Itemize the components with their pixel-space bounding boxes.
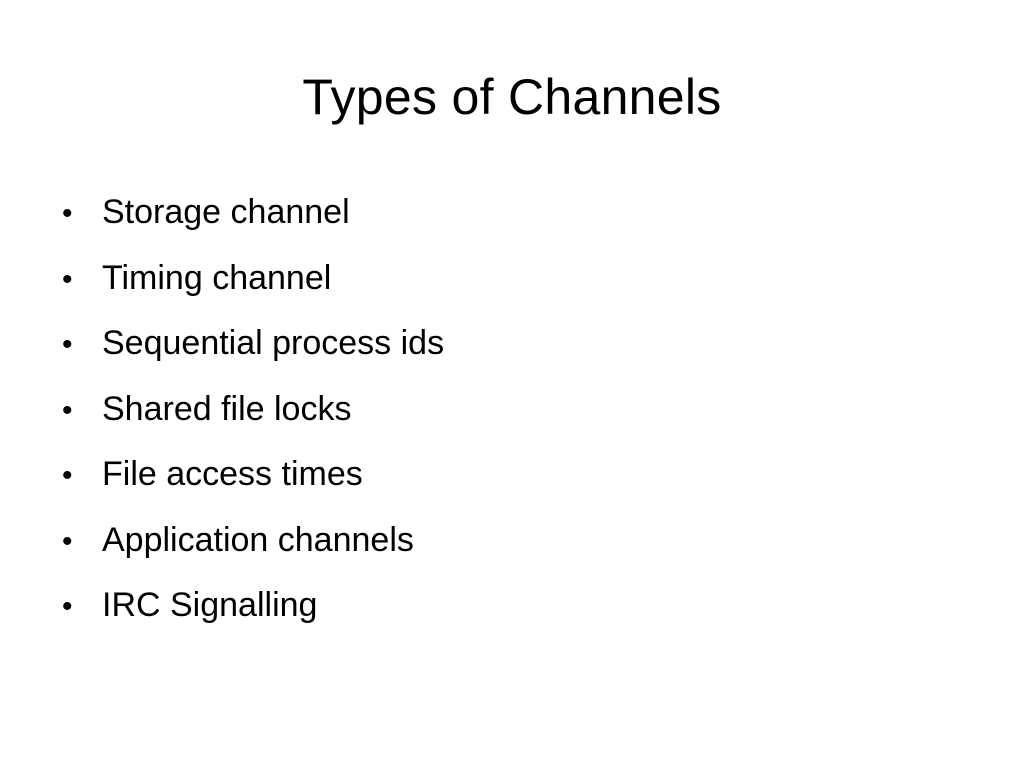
- bullet-text: IRC Signalling: [102, 586, 318, 624]
- bullet-text: File access times: [102, 455, 363, 493]
- bullet-text: Sequential process ids: [102, 324, 445, 362]
- bullet-icon: •: [62, 393, 73, 427]
- list-item: • Timing channel: [60, 246, 444, 312]
- bullet-icon: •: [62, 197, 73, 230]
- list-item: • Application channels: [60, 508, 444, 574]
- bullet-list: • Storage channel • Timing channel • Seq…: [60, 180, 444, 639]
- slide-title: Types of Channels: [302, 69, 722, 125]
- list-item: • Shared file locks: [60, 377, 444, 443]
- list-item: • Storage channel: [60, 180, 444, 246]
- bullet-icon: •: [62, 524, 73, 558]
- bullet-text: Storage channel: [102, 193, 350, 231]
- bullet-icon: •: [62, 328, 73, 361]
- list-item: • Sequential process ids: [60, 311, 444, 377]
- bullet-icon: •: [62, 262, 73, 296]
- bullet-text: Timing channel: [102, 258, 332, 297]
- list-item: • IRC Signalling: [60, 573, 444, 639]
- bullet-icon: •: [62, 590, 73, 623]
- bullet-icon: •: [62, 459, 73, 492]
- bullet-text: Application channels: [102, 520, 414, 559]
- list-item: • File access times: [60, 442, 444, 508]
- bullet-text: Shared file locks: [102, 389, 352, 428]
